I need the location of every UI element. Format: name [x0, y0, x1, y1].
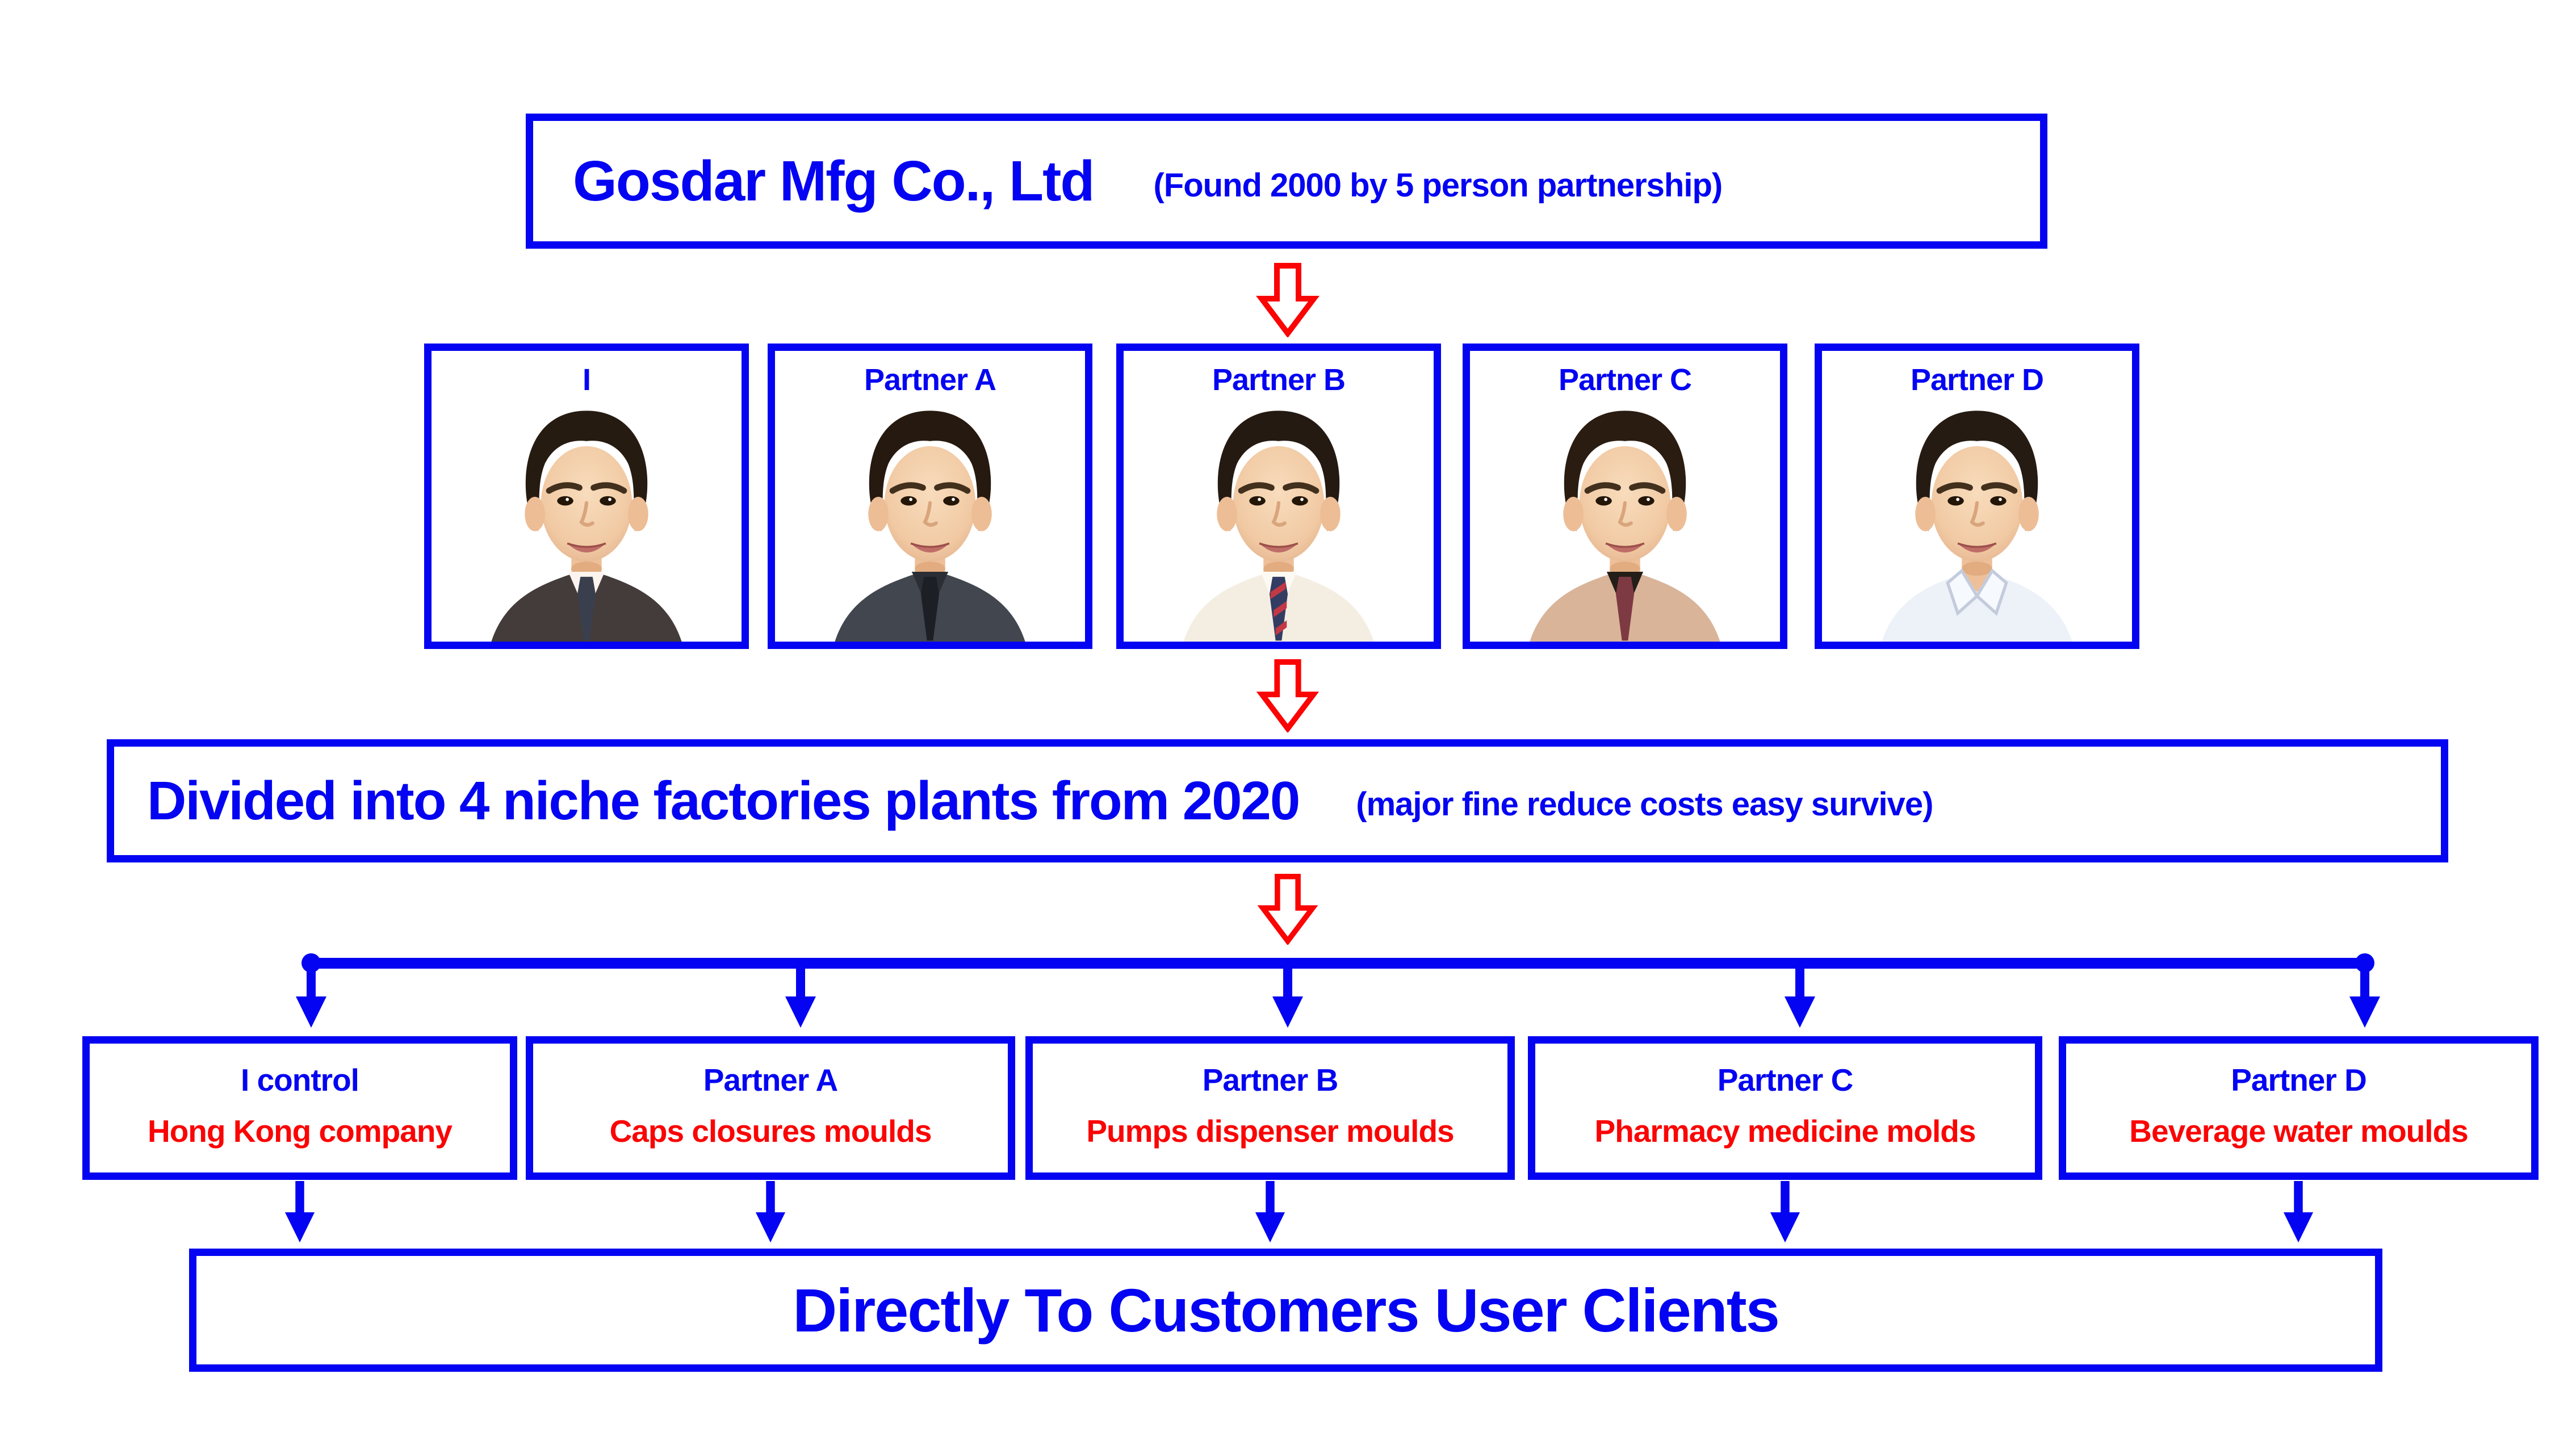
- division-owner: Partner D: [2231, 1062, 2367, 1098]
- partner-card-label: I: [582, 363, 591, 397]
- flow-arrow-down-1: [1256, 262, 1320, 337]
- division-business: Hong Kong company: [147, 1113, 453, 1149]
- division-banner: Divided into 4 niche factories plants fr…: [107, 739, 2448, 862]
- company-founding-note: (Found 2000 by 5 person partnership): [1153, 166, 1723, 204]
- partner-card-a: Partner A: [768, 344, 1092, 649]
- portrait-photo: [491, 411, 682, 642]
- division-owner: Partner A: [703, 1062, 839, 1098]
- portrait-photo: [835, 411, 1025, 642]
- partner-card-b: Partner B: [1116, 344, 1441, 649]
- portrait-photo: [1183, 411, 1374, 642]
- division-box-partner-b: Partner B Pumps dispenser moulds: [1025, 1036, 1515, 1180]
- partner-card-label: Partner A: [864, 363, 996, 397]
- to-customers-arrow-1: [284, 1181, 315, 1243]
- division-owner: Partner C: [1717, 1062, 1854, 1098]
- partner-card-label: Partner D: [1910, 363, 2044, 397]
- to-customers-arrow-3: [1255, 1181, 1285, 1243]
- division-business: Pharmacy medicine molds: [1594, 1113, 1976, 1149]
- to-customers-arrow-2: [755, 1181, 786, 1243]
- partner-card-d: Partner D: [1815, 344, 2139, 649]
- partner-card-label: Partner B: [1212, 363, 1346, 397]
- customers-box-title: Directly To Customers User Clients: [793, 1276, 1780, 1345]
- branch-arrow-4: [1785, 964, 1815, 1028]
- branch-arrow-5: [2349, 964, 2380, 1028]
- portrait-photo: [1882, 411, 2072, 642]
- flow-arrow-down-3: [1256, 873, 1320, 945]
- division-box-partner-c: Partner C Pharmacy medicine molds: [1528, 1036, 2042, 1180]
- flow-arrow-down-2: [1256, 659, 1320, 732]
- division-box-partner-d: Partner D Beverage water moulds: [2059, 1036, 2539, 1180]
- to-customers-arrow-5: [2283, 1181, 2314, 1243]
- division-business: Pumps dispenser moulds: [1086, 1113, 1454, 1149]
- portrait-photo: [1530, 411, 1720, 642]
- customers-box: Directly To Customers User Clients: [189, 1249, 2382, 1372]
- division-owner: Partner B: [1202, 1062, 1339, 1098]
- to-customers-arrow-4: [1770, 1181, 1800, 1243]
- partner-card-c: Partner C: [1463, 344, 1787, 649]
- division-banner-title: Divided into 4 niche factories plants fr…: [147, 770, 1300, 831]
- division-box-i-control: I control Hong Kong company: [82, 1036, 517, 1180]
- company-header-box: Gosdar Mfg Co., Ltd (Found 2000 by 5 per…: [526, 114, 2047, 249]
- branch-arrow-2: [785, 964, 816, 1028]
- division-banner-note: (major fine reduce costs easy survive): [1356, 786, 1933, 823]
- company-name: Gosdar Mfg Co., Ltd: [573, 149, 1095, 213]
- branch-rail-line: [311, 958, 2365, 969]
- branch-arrow-3: [1272, 964, 1303, 1028]
- division-owner: I control: [241, 1062, 359, 1098]
- partner-card-i: I: [424, 344, 749, 649]
- branch-arrow-1: [296, 964, 326, 1028]
- division-box-partner-a: Partner A Caps closures moulds: [526, 1036, 1015, 1180]
- division-business: Caps closures moulds: [609, 1113, 932, 1149]
- partner-card-label: Partner C: [1558, 363, 1692, 397]
- division-business: Beverage water moulds: [2129, 1113, 2468, 1149]
